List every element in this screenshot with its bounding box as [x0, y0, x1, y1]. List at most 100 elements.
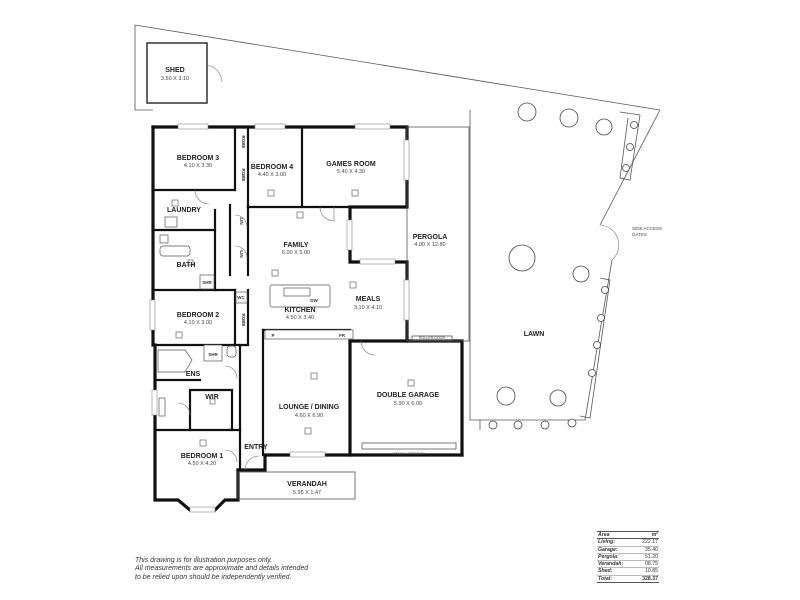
robe-label: ROBE [241, 168, 246, 181]
pergola-dims: 4.00 X 12.80 [414, 242, 445, 248]
garden-bed-lower [579, 277, 611, 419]
pergola-label: PERGOLA [413, 234, 448, 241]
family-dims: 6.00 X 5.00 [282, 250, 310, 256]
bedroom1-label: BEDROOM 1 [181, 453, 224, 460]
kitchen-sink [283, 287, 311, 297]
bath-label: BATH [177, 262, 196, 269]
window [346, 219, 353, 251]
ceiling-light [351, 189, 359, 197]
area-row-label: Shed: [598, 568, 613, 575]
verandah-dims: 5.95 X 1.47 [293, 490, 321, 496]
bath-shower [199, 274, 215, 290]
door-swing [360, 340, 376, 356]
window [189, 506, 216, 513]
ceiling-light [267, 189, 275, 197]
ceiling-light [271, 269, 279, 277]
area-row: Shed: 10.85 [597, 568, 659, 576]
pantry-label: P [271, 333, 274, 338]
games-room-label: GAMES ROOM [326, 161, 376, 168]
ens-toilet [226, 345, 237, 358]
tree [559, 108, 579, 128]
door-swing [224, 449, 238, 463]
area-row: Pergola: 51.20 [597, 554, 659, 562]
ceiling-light [296, 211, 304, 219]
area-row: Garage: 35.40 [597, 547, 659, 554]
ceiling-light [199, 439, 207, 447]
laundry-label: LAUNDRY [167, 207, 201, 214]
area-row-value: 222.17 [642, 539, 658, 546]
shrub [593, 341, 601, 349]
window [151, 389, 158, 416]
lounge-dining-label: LOUNGE / DINING [279, 404, 340, 411]
area-row-label: Verandah: [598, 561, 624, 568]
door-swing [319, 206, 335, 222]
window [149, 299, 156, 331]
area-header-label: Area [598, 532, 610, 538]
area-total-label: Total: [598, 575, 612, 582]
ens-vanity [158, 397, 166, 417]
shr-label: SHR [202, 280, 212, 285]
bedroom1-dims: 4.50 X 4.20 [188, 461, 216, 467]
bedroom2-dims: 4.10 X 3.00 [184, 320, 212, 326]
window [289, 451, 326, 458]
meals-label: MEALS [356, 296, 381, 303]
area-row-label: Garage: [598, 546, 618, 553]
door-swing [177, 402, 191, 416]
wc-cubicle [235, 291, 248, 304]
bedroom2-label: BEDROOM 2 [177, 312, 220, 319]
side-fence [469, 110, 481, 430]
area-header-unit: m² [651, 532, 658, 538]
shed-outline [146, 42, 208, 104]
window [359, 258, 396, 265]
area-row: Verandah: 08.75 [597, 561, 659, 569]
trees [488, 102, 638, 430]
games-room-dims: 5.40 X 4.30 [337, 169, 365, 175]
meals-dims: 3.10 X 4.10 [354, 305, 382, 311]
disclaimer-line: to be relied upon should be independentl… [135, 573, 292, 581]
shrub [626, 143, 634, 151]
ceiling-light [187, 259, 194, 266]
panel-lift-door-label: PANEL LIFT DOOR [393, 452, 425, 456]
laundry-tub [164, 216, 178, 228]
wall-wir [188, 388, 234, 432]
side-access-label: GATES [632, 232, 647, 237]
ceiling-light [171, 199, 179, 207]
area-row-value: 10.85 [645, 568, 658, 575]
window [177, 123, 209, 130]
shrub [622, 164, 630, 172]
fridge-label: FR [339, 333, 346, 338]
lawn-label: LAWN [524, 331, 545, 338]
vanity [159, 234, 169, 244]
family-label: FAMILY [283, 242, 308, 249]
bedroom4-dims: 4.40 X 3.00 [258, 172, 286, 178]
side-access-label: SIDE ACCESS [632, 226, 662, 231]
area-total-row: Total: 328.37 [597, 576, 659, 582]
tree [508, 244, 536, 272]
shrub [567, 418, 577, 428]
shed-label: SHED [165, 67, 184, 74]
verandah-label: VERANDAH [287, 481, 327, 488]
property-boundary [134, 25, 153, 111]
tree [549, 389, 567, 407]
ceiling-light [304, 427, 312, 435]
door-swing [224, 365, 238, 379]
door-swing [194, 189, 210, 205]
garden-bed-right [619, 111, 641, 181]
bedroom3-label: BEDROOM 3 [177, 155, 220, 162]
property-boundary-right [599, 109, 661, 226]
area-row-value: 08.75 [645, 561, 658, 568]
shrub [601, 286, 609, 294]
robe-label: ROBE [241, 135, 246, 148]
shed-dims: 3.50 X 3.10 [161, 76, 189, 82]
shrub [488, 420, 498, 430]
wir-label: WIR [205, 394, 219, 401]
bedroom3-dims: 4.10 X 3.30 [184, 163, 212, 169]
shrub [513, 420, 523, 430]
disclaimer-line: All measurements are approximate and det… [135, 565, 309, 573]
door-swing [244, 455, 260, 471]
tree [572, 265, 590, 283]
area-table-header: Area m² [597, 532, 659, 540]
ceiling-light [209, 398, 216, 405]
shrub [540, 420, 550, 430]
window [254, 123, 286, 130]
